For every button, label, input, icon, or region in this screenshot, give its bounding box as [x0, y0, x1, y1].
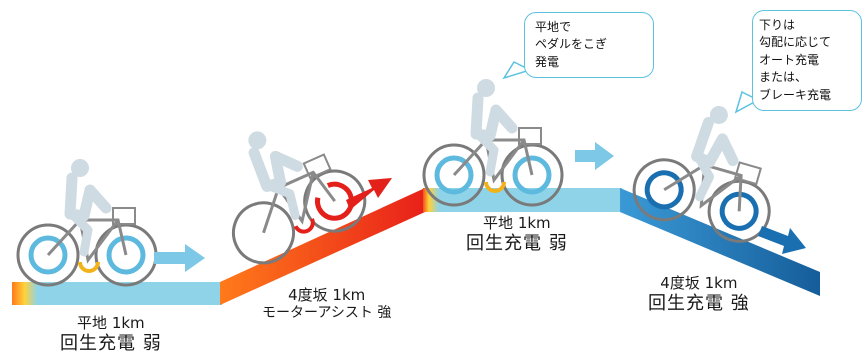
- bubble-line: オート充電: [759, 52, 820, 67]
- bubble-tail-downhill: [734, 90, 760, 114]
- rider-bike-uphill: [231, 131, 367, 265]
- segment-distance: 4度坂 1km: [660, 274, 738, 292]
- segment-mode: モーターアシスト 強: [262, 304, 392, 321]
- rider-bike-flat-2: [422, 79, 564, 207]
- bubble-line: ペダルをこぎ: [535, 37, 608, 52]
- segment-distance: 4度坂 1km: [288, 286, 366, 304]
- arrow-flat-1: [154, 244, 205, 272]
- arrow-downhill: [758, 226, 806, 254]
- arrow-uphill: [346, 178, 392, 210]
- rider-bike-flat-1: [16, 159, 158, 287]
- road: [12, 188, 820, 305]
- bubble-line: ブレーキ充電: [759, 87, 832, 102]
- road-downhill: [620, 188, 820, 296]
- arrow-flat-2: [575, 142, 614, 170]
- segment-label-uphill: 4度坂 1km モーターアシスト 強: [262, 286, 391, 322]
- rider-bike-downhill: [632, 105, 771, 243]
- road-uphill: [220, 188, 425, 305]
- road-flat-2: [423, 188, 622, 212]
- bubble-line: 下りは: [759, 18, 796, 32]
- bubble-tail-flat: [502, 61, 533, 80]
- segment-distance: 平地 1km: [483, 214, 551, 232]
- bubble-line: 発電: [535, 54, 560, 69]
- segment-mode: 回生充電 弱: [60, 332, 162, 354]
- segment-label-downhill: 4度坂 1km 回生充電 強: [648, 274, 750, 315]
- bubble-line: 勾配に応じて: [759, 35, 832, 50]
- segment-distance: 平地 1km: [77, 314, 145, 332]
- segment-mode: 回生充電 強: [648, 292, 750, 314]
- speech-bubble-downhill: 下りは 勾配に応じて オート充電 または、 ブレーキ充電: [752, 10, 862, 111]
- bubble-line: または、: [759, 70, 808, 85]
- road-flat-1: [12, 282, 222, 305]
- segment-mode: 回生充電 弱: [466, 232, 568, 254]
- segment-label-flat-2: 平地 1km 回生充電 弱: [466, 214, 568, 255]
- segment-label-flat-1: 平地 1km 回生充電 弱: [60, 314, 162, 355]
- bubble-line: 平地で: [535, 20, 572, 34]
- speech-bubble-flat: 平地で ペダルをこぎ 発電: [524, 12, 654, 79]
